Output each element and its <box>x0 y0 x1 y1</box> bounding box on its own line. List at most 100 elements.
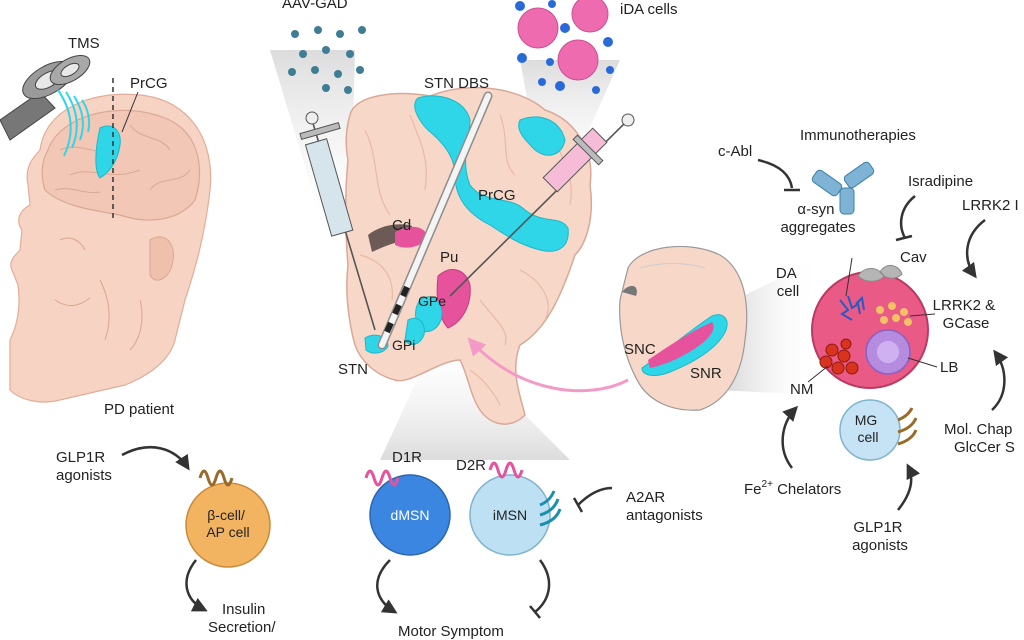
isradipine-label: Isradipine <box>908 173 973 190</box>
glp1r-right-line1: GLP1R <box>853 519 902 536</box>
midbrain-section <box>619 245 748 411</box>
tms-coil-icon <box>0 54 91 141</box>
lrrk2-gcase-line1: LRRK2 & <box>933 297 996 314</box>
nm-leader <box>807 365 829 383</box>
d2r-label: D2R <box>456 457 486 474</box>
c-abl-inhibit-arc <box>757 158 794 189</box>
ida-syringe <box>449 113 635 297</box>
da-cell-line2: cell <box>777 283 800 300</box>
prcg-highlight <box>95 125 121 179</box>
lysosome-dots <box>876 302 912 326</box>
mol-chap-label: Mol. Chap GlcCer S <box>944 421 1017 456</box>
lb-label: LB <box>940 359 958 376</box>
antibody-icon <box>811 161 875 215</box>
asyn-label: α-syn aggregates <box>780 201 855 236</box>
mg-line1: MG <box>855 412 878 428</box>
dmsn-cell <box>369 474 451 556</box>
da-cell <box>811 265 929 389</box>
asyn-fibril-icon <box>839 295 865 321</box>
fe-chelators-label: Fe2+ Chelators <box>744 479 841 498</box>
lrrk2-arrow <box>961 219 986 279</box>
dmsn-to-motor-arrow <box>376 559 398 614</box>
mol-chap-arrow <box>991 349 1009 411</box>
prcg-brain-label: PrCG <box>478 187 516 204</box>
glp1r-receptor-left-icon <box>198 469 234 487</box>
stn-label: STN <box>338 361 368 378</box>
a2ar-inhibit-bar <box>572 497 584 513</box>
ear <box>149 236 174 281</box>
insulin-line1: Insulin <box>222 601 265 618</box>
mol-chap-line1: Mol. Chap <box>944 421 1012 438</box>
tms-label: TMS <box>68 35 100 52</box>
ida-cells-cluster <box>515 0 614 94</box>
a2ar-inhibit-arc <box>577 486 613 506</box>
asyn-line2: aggregates <box>780 219 855 236</box>
dmsn-label: dMSN <box>391 507 430 523</box>
da-cell-label: DA cell <box>776 265 800 300</box>
lewy-body-core <box>877 341 899 363</box>
snr-label: SNR <box>690 365 722 382</box>
lrrk2-gcase-line2: GCase <box>943 315 990 332</box>
channel-grey-blobs <box>857 265 903 282</box>
d1r-receptor-icon <box>364 469 400 487</box>
glp1r-right-label: GLP1R agonists <box>852 519 908 554</box>
caudate-pink <box>395 226 428 248</box>
a2ar-label: A2AR antagonists <box>626 489 703 524</box>
mol-chap-line2: GlcCer S <box>954 439 1015 456</box>
glp1r-left-line2: agonists <box>56 467 112 484</box>
isradipine-inhibit-arc <box>899 195 916 239</box>
d2r-receptor-icon <box>488 461 524 479</box>
pd-patient-label: PD patient <box>104 401 175 418</box>
c-abl-label: c-Abl <box>718 143 752 160</box>
fe-sup: 2+ <box>762 479 774 490</box>
lrrk2-inhib-label: LRRK2 I <box>962 197 1019 214</box>
fe-chelators-arrow <box>781 405 799 469</box>
glp1r-right-line2: agonists <box>852 537 908 554</box>
immunotherapies-label: Immunotherapies <box>800 127 916 144</box>
a2ar-line2: antagonists <box>626 507 703 524</box>
gpi-cyan <box>404 317 425 346</box>
glp1r-left-line1: GLP1R <box>56 449 105 466</box>
ida-cells-label: iDA cells <box>620 1 678 18</box>
cd-label: Cd <box>392 217 411 234</box>
mg-cell-label: MG cell <box>855 412 881 445</box>
fe-pre: Fe <box>744 481 762 498</box>
fe-post: Chelators <box>773 481 841 498</box>
prcg-head-label: PrCG <box>130 75 168 92</box>
a2ar-line1: A2AR <box>626 489 665 506</box>
snc-label: SNC <box>624 341 656 358</box>
glp1r-to-beta-arrow <box>121 446 190 471</box>
prcg-leader <box>121 91 139 133</box>
gpe-label: GPe <box>418 293 446 309</box>
nigrostriatal-arrow <box>467 337 629 393</box>
glp1r-receptor-right-icon <box>897 407 918 446</box>
pu-label: Pu <box>440 249 458 266</box>
stn-dbs-electrode <box>377 91 493 350</box>
aav-particles <box>288 26 366 94</box>
insulin-label: Insulin Secretion/ <box>208 601 276 636</box>
insulin-line2: Secretion/ <box>208 619 276 636</box>
asyn-leader <box>845 257 853 297</box>
glp1r-left-label: GLP1R agonists <box>56 449 112 484</box>
imsn-cell <box>469 474 551 556</box>
patient-head-illustration <box>9 78 212 403</box>
a2ar-receptor-icon <box>539 490 562 527</box>
isradipine-inhibit-bar <box>895 234 913 242</box>
aav-syringe <box>299 111 376 331</box>
beta-line1: β-cell/ <box>207 507 245 523</box>
imsn-inhibit-bar <box>529 605 541 619</box>
cav-label: Cav <box>900 249 927 266</box>
face-wrinkles <box>54 237 143 351</box>
motor-symptom-label: Motor Symptom <box>398 623 504 640</box>
lb-leader <box>907 357 938 368</box>
brain-coronal-section <box>345 86 593 425</box>
imsn-to-motor-inhibit <box>534 559 551 613</box>
glp1r-right-arrow <box>897 463 921 511</box>
da-cell-line1: DA <box>776 265 797 282</box>
mg-line2: cell <box>857 429 878 445</box>
imsn-label: iMSN <box>493 507 527 523</box>
gpi-label: GPi <box>392 337 415 353</box>
asyn-line1: α-syn <box>797 201 834 218</box>
beta-cell <box>185 482 271 568</box>
nm-label: NM <box>790 381 813 398</box>
